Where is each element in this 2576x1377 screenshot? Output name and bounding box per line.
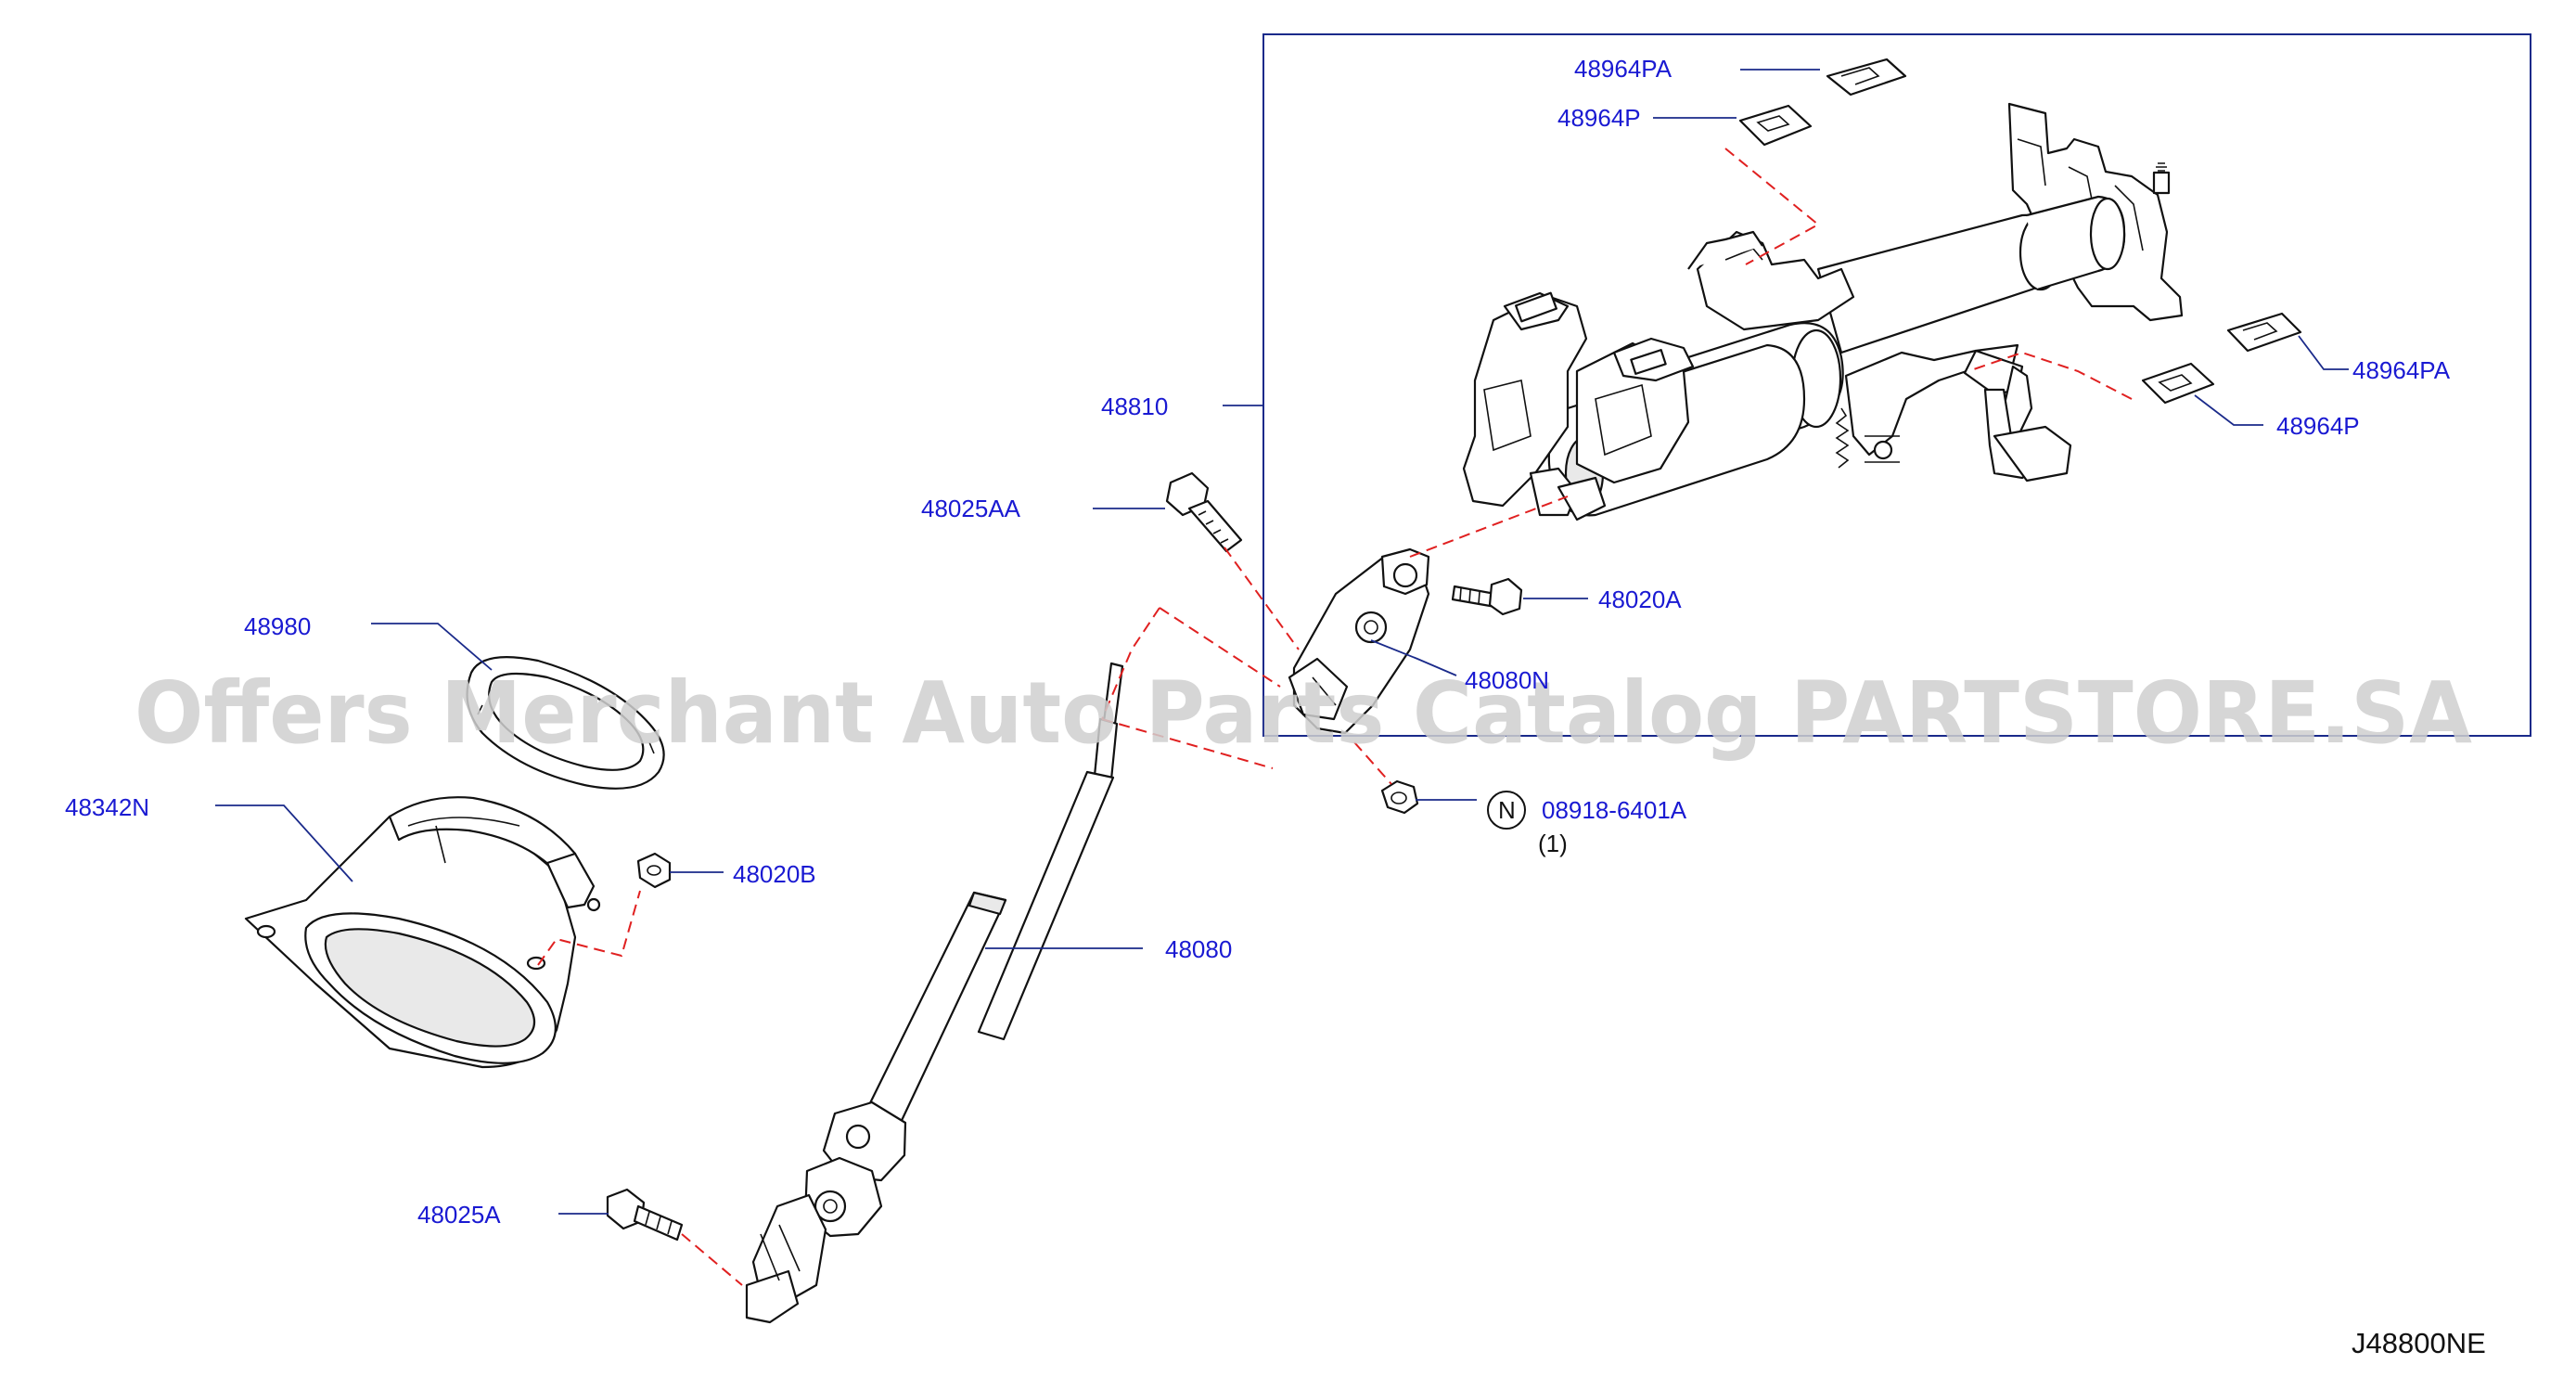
clip-48964P-right[interactable] bbox=[2141, 362, 2215, 405]
guide-line-clips-top bbox=[1724, 148, 1820, 265]
cover-48342N[interactable] bbox=[244, 796, 601, 1069]
label-48810[interactable]: 48810 bbox=[1101, 393, 1168, 420]
guide-line-shaft-to-joint bbox=[1101, 607, 1281, 769]
upper-joint-48080N[interactable] bbox=[1288, 547, 1430, 735]
guide-line-joint-to-column bbox=[1409, 495, 1569, 558]
label-08918-quantity: (1) bbox=[1538, 830, 1568, 857]
label-48342N[interactable]: 48342N bbox=[65, 793, 149, 821]
leader-48080N bbox=[1370, 639, 1457, 676]
guide-line-clips-right bbox=[1967, 351, 2133, 400]
leader-48964P-right bbox=[2194, 394, 2263, 426]
nut-symbol-circle bbox=[1487, 791, 1526, 830]
clip-48964PA-top[interactable] bbox=[1826, 58, 1907, 97]
bolt-48025A[interactable] bbox=[606, 1188, 684, 1242]
watermark: Offers Merchant Auto Parts Catalog PARTS… bbox=[135, 663, 2472, 763]
steering-column-assembly[interactable] bbox=[1462, 102, 2184, 521]
lower-shaft-48080[interactable] bbox=[745, 662, 1124, 1324]
nut-08918-6401A[interactable] bbox=[1380, 779, 1419, 815]
assembly-frame bbox=[1262, 33, 2531, 737]
label-48025AA[interactable]: 48025AA bbox=[921, 495, 1021, 522]
grommet-48980[interactable] bbox=[466, 656, 665, 790]
label-08918-6401A[interactable]: 08918-6401A bbox=[1542, 796, 1687, 824]
diagram-code: J48800NE bbox=[2352, 1327, 2486, 1359]
label-48020A[interactable]: 48020A bbox=[1598, 586, 1682, 613]
label-48964PA-right[interactable]: 48964PA bbox=[2352, 356, 2451, 384]
clip-48964P-top[interactable] bbox=[1738, 104, 1813, 147]
guide-line-bolt-48025A bbox=[681, 1233, 743, 1286]
nut-symbol-letter: N bbox=[1498, 796, 1516, 824]
label-48964PA-top[interactable]: 48964PA bbox=[1574, 55, 1672, 83]
bolt-48020A[interactable] bbox=[1451, 577, 1523, 616]
label-48080[interactable]: 48080 bbox=[1165, 935, 1232, 963]
guide-line-nut-08918 bbox=[1353, 741, 1392, 785]
label-48980[interactable]: 48980 bbox=[244, 612, 311, 640]
bolt-48025AA[interactable] bbox=[1165, 471, 1243, 553]
leader-48964PA-right bbox=[2298, 335, 2349, 370]
label-48025A[interactable]: 48025A bbox=[417, 1201, 501, 1229]
label-48964P-right[interactable]: 48964P bbox=[2276, 412, 2360, 440]
clip-48964PA-right[interactable] bbox=[2226, 312, 2302, 353]
leader-48980 bbox=[371, 623, 493, 671]
label-48080N[interactable]: 48080N bbox=[1465, 666, 1549, 694]
label-48020B[interactable]: 48020B bbox=[733, 860, 816, 888]
leader-48342N bbox=[215, 804, 353, 882]
guide-line-bolt-48025AA bbox=[1224, 547, 1300, 650]
label-48964P-top[interactable]: 48964P bbox=[1557, 104, 1641, 132]
guide-line-nut-48020B bbox=[537, 890, 641, 966]
nut-48020B[interactable] bbox=[636, 852, 672, 889]
